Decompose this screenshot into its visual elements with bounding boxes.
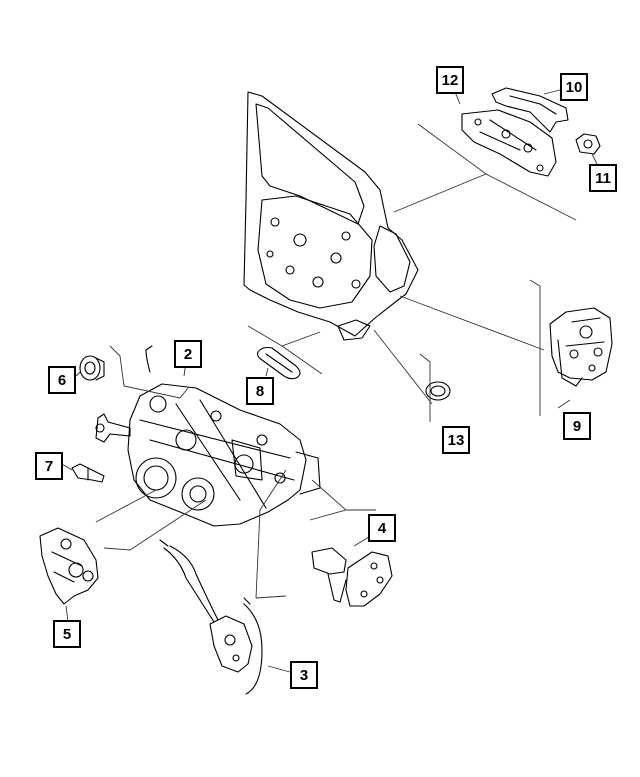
leader-line-latch-b [399, 295, 545, 351]
leader-line-latch-c [557, 399, 571, 409]
callout-11[interactable]: 11 [589, 164, 617, 192]
callout-7[interactable]: 7 [35, 452, 63, 480]
leader-line-8 [247, 325, 323, 377]
leader-line-latch-a [529, 279, 541, 416]
leader-line-13 [373, 329, 433, 422]
leader-line-5 [65, 605, 69, 623]
callout-2[interactable]: 2 [174, 340, 202, 368]
callout-13[interactable]: 13 [442, 426, 470, 454]
latch-cable-part [159, 539, 263, 695]
leader-line-door-b [393, 173, 487, 213]
outside-handle-part [491, 87, 569, 133]
leader-line-regulator-down [255, 469, 287, 599]
callout-5[interactable]: 5 [53, 620, 81, 648]
plug-part [425, 381, 451, 401]
door-latch-part [549, 307, 613, 387]
callout-10[interactable]: 10 [560, 73, 588, 101]
handle-cap-part [575, 133, 601, 155]
handle-carrier-part [461, 109, 557, 177]
leader-line-3 [267, 665, 291, 673]
window-regulator-part [127, 345, 321, 527]
callout-9[interactable]: 9 [563, 412, 591, 440]
inside-handle-part [311, 547, 393, 607]
callout-6[interactable]: 6 [48, 366, 76, 394]
door-shell [243, 91, 419, 341]
leader-line-4 [309, 479, 376, 547]
clip-part [71, 463, 105, 483]
leader-line-7 [61, 463, 73, 471]
leader-line-12 [454, 91, 461, 105]
callout-12[interactable]: 12 [436, 66, 464, 94]
seal-part [256, 346, 301, 380]
leader-line-regulator-left [95, 489, 207, 551]
grommet-part [95, 413, 131, 443]
leader-line-6 [75, 371, 81, 377]
window-motor-part [39, 527, 99, 605]
speaker-part [79, 355, 105, 381]
leader-line-10 [543, 89, 561, 95]
callout-3[interactable]: 3 [290, 661, 318, 689]
callout-8[interactable]: 8 [246, 377, 274, 405]
callout-4[interactable]: 4 [368, 514, 396, 542]
